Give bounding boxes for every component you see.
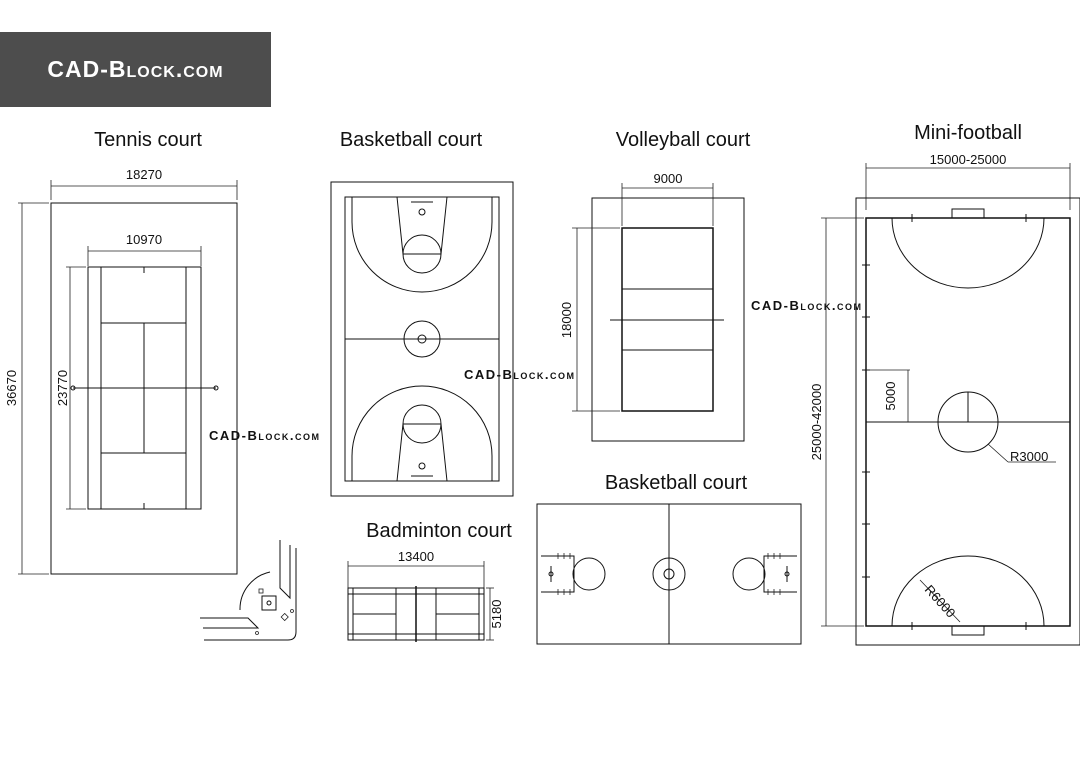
tennis-width-inner: 10970: [126, 232, 162, 247]
basketball-horizontal-title: Basketball court: [605, 472, 748, 494]
mini-football-field: Mini-football 15000-25000 5000: [809, 122, 1080, 646]
badminton-title: Badminton court: [366, 520, 512, 542]
basketball-court-vertical: Basketball court: [330, 129, 514, 497]
basketball-court-horizontal: Basketball court: [536, 472, 802, 645]
badminton-width: 13400: [398, 549, 434, 564]
mini-football-title: Mini-football: [914, 122, 1022, 144]
volleyball-width: 9000: [654, 171, 683, 186]
mini-football-goal-radius: R6000: [922, 582, 959, 621]
mini-football-length: 25000-42000: [809, 384, 824, 461]
tennis-width-outer: 18270: [126, 167, 162, 182]
watermark-2: CAD-Block.com: [464, 367, 576, 382]
volleyball-length: 18000: [559, 302, 574, 338]
volleyball-title: Volleyball court: [616, 129, 751, 151]
watermark-3: CAD-Block.com: [751, 298, 863, 313]
logo-text: CAD-Block.com: [47, 56, 224, 82]
badminton-court: Badminton court 13400 5180: [347, 520, 512, 642]
tennis-title: Tennis court: [94, 129, 202, 151]
tennis-court: Tennis court 18270 36670 10970: [4, 129, 238, 575]
tennis-length-inner: 23770: [55, 370, 70, 406]
tennis-outer-area: [50, 202, 238, 575]
logo-badge: CAD-Block.com: [0, 32, 271, 107]
mini-football-width: 15000-25000: [930, 152, 1007, 167]
watermark-1: CAD-Block.com: [209, 428, 321, 443]
mini-football-center-radius: R3000: [1010, 449, 1048, 464]
mini-football-penalty-dim: 5000: [883, 382, 898, 411]
baseball-field-fragment: [200, 540, 297, 641]
basketball-vertical-title: Basketball court: [340, 129, 483, 151]
tennis-length-outer: 36670: [4, 370, 19, 406]
badminton-length: 5180: [489, 600, 504, 629]
volleyball-court: Volleyball court 9000 18000: [559, 129, 751, 442]
